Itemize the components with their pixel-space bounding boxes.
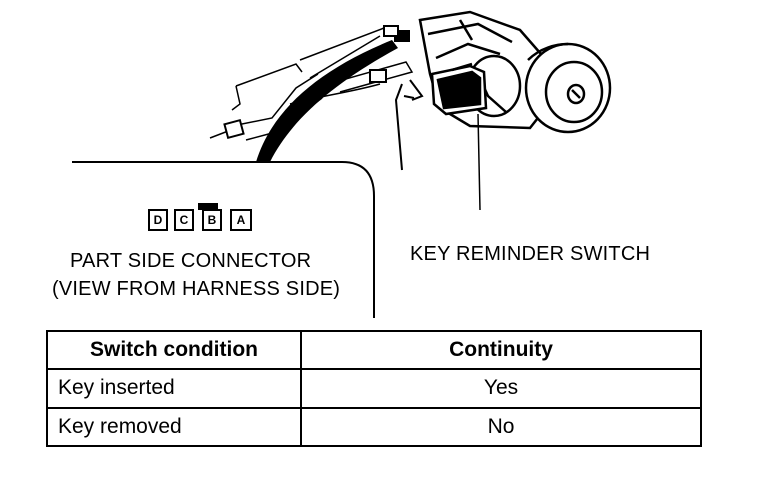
continuity-table: Switch condition Continuity Key inserted… [46,329,702,448]
connector-caption-line2: (VIEW FROM HARNESS SIDE) [52,278,341,300]
cell-condition: Key removed [46,406,302,448]
bracket-arm [394,79,424,171]
table-header-row: Switch condition Continuity [46,329,702,371]
connector-callout-frame [72,161,375,318]
cell-continuity: Yes [300,368,702,409]
lock-cylinder [524,42,612,134]
connector-key [198,203,218,210]
thin-wires [209,27,414,141]
header-continuity: Continuity [300,329,702,371]
wire-clips [223,25,410,140]
table-row: Key removed No [46,406,702,448]
cell-continuity: No [300,406,702,448]
connector-pin-d: D [148,209,168,231]
header-switch-condition: Switch condition [46,329,302,371]
table-row: Key inserted Yes [46,368,702,409]
connector-pin-a: A [230,209,252,231]
connector-caption-line1: PART SIDE CONNECTOR [70,250,312,272]
switch-leader-line [477,113,481,211]
harness-bundle [256,40,398,162]
cell-condition: Key inserted [46,368,302,409]
key-reminder-switch-block [430,62,488,116]
key-reminder-switch-label: KEY REMINDER SWITCH [410,243,651,265]
connector-pin-c: C [174,209,194,231]
connector-pin-b: B [202,209,222,231]
